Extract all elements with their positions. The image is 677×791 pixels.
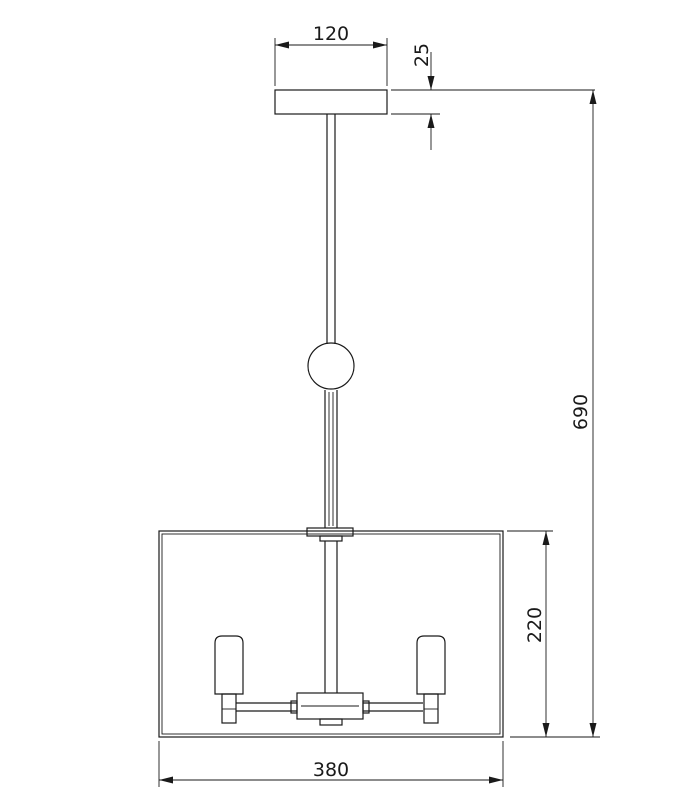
dimension-shade-height xyxy=(507,530,553,737)
dimension-total-height xyxy=(510,90,600,738)
ball-joint xyxy=(307,342,355,390)
lower-rod xyxy=(324,390,338,528)
canopy-width-label: 120 xyxy=(313,23,349,45)
left-lamp-socket xyxy=(214,635,244,724)
dimension-canopy-width xyxy=(274,38,388,86)
shade-height-label: 220 xyxy=(524,607,546,643)
ceiling-canopy xyxy=(274,89,388,115)
center-hub xyxy=(296,692,364,726)
total-height-label: 690 xyxy=(570,394,592,430)
upper-rod xyxy=(326,114,336,344)
right-lamp-socket xyxy=(416,635,446,724)
top-collar xyxy=(306,527,354,542)
left-arm xyxy=(236,700,298,714)
shade-width-label: 380 xyxy=(313,759,349,781)
right-arm xyxy=(362,700,423,714)
dimension-canopy-height xyxy=(391,52,595,150)
shade-frame xyxy=(158,530,504,738)
dimension-shade-width xyxy=(158,741,504,787)
central-stem xyxy=(324,541,338,693)
canopy-height-label: 25 xyxy=(411,43,433,67)
